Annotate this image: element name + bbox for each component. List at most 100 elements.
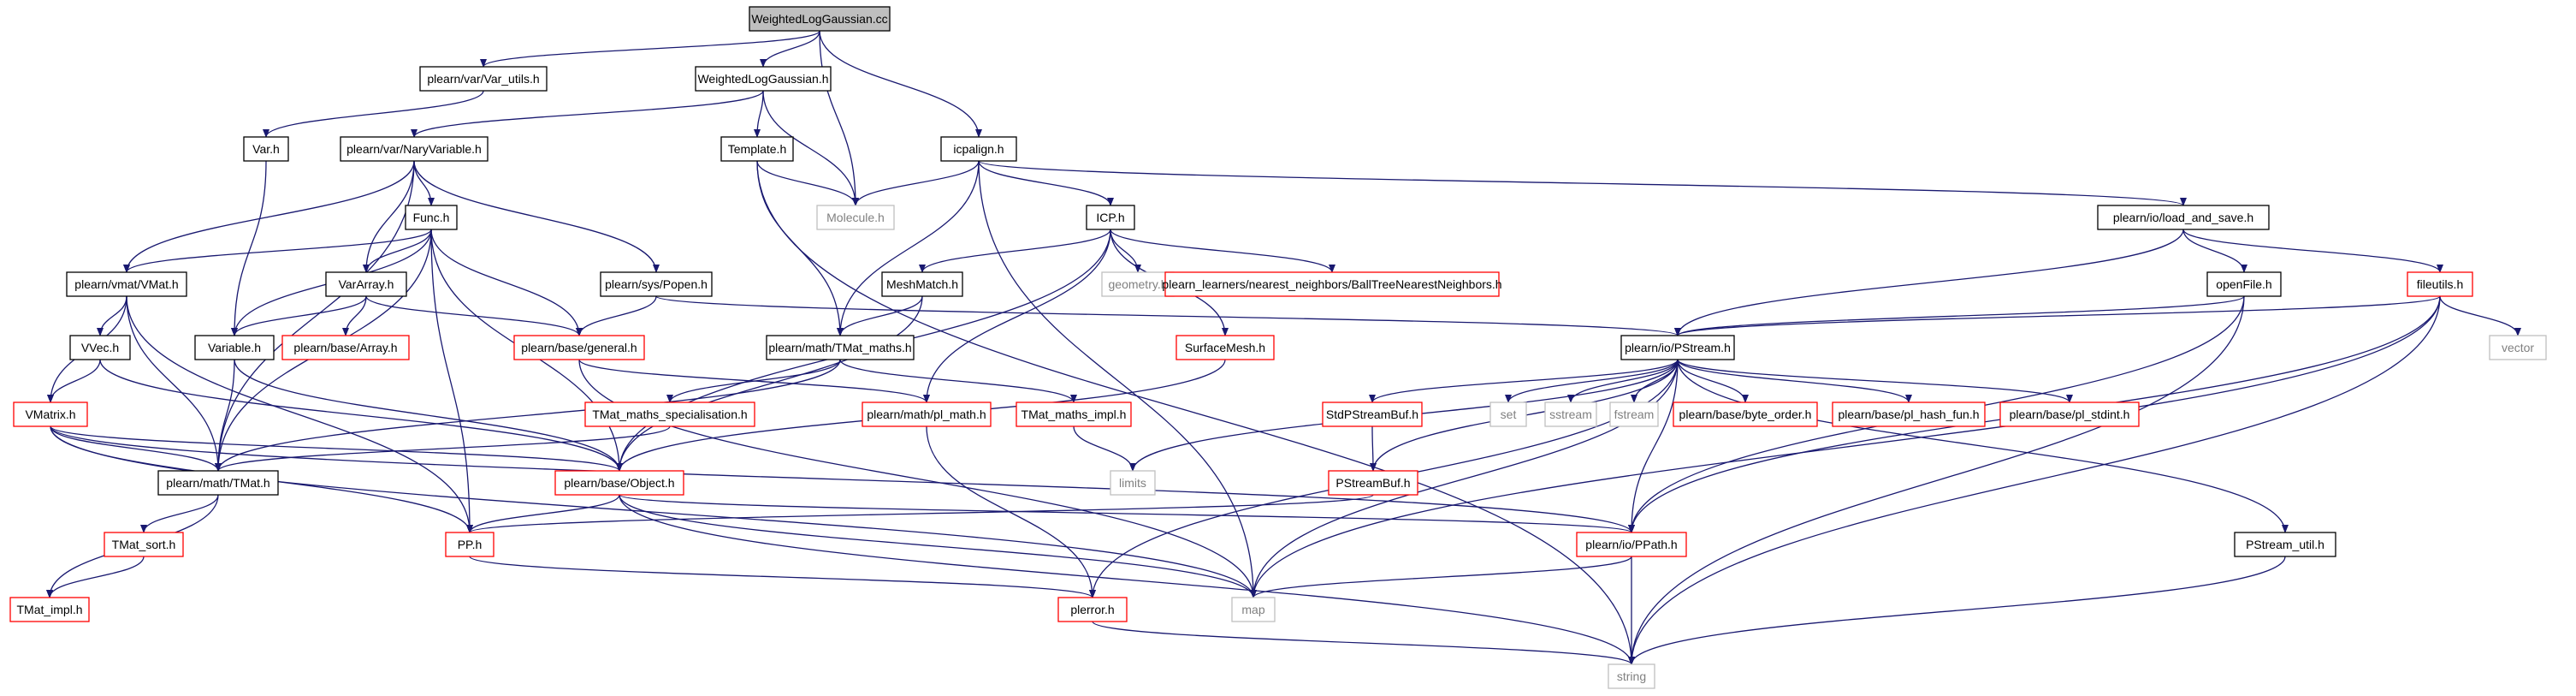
node-wlg_h[interactable]: WeightedLogGaussian.h	[695, 66, 832, 92]
node-box	[194, 335, 275, 360]
node-label: string	[1617, 669, 1646, 683]
node-tmatsort[interactable]: TMat_sort.h	[104, 532, 184, 557]
include-edge-pstream-to-byteorder	[1677, 359, 1749, 403]
node-vararray[interactable]: VarArray.h	[325, 271, 407, 297]
node-surfacemesh[interactable]: SurfaceMesh.h	[1175, 335, 1275, 360]
edge-path	[619, 494, 1257, 598]
node-icp[interactable]: ICP.h	[1086, 205, 1135, 230]
node-tmat[interactable]: plearn/math/TMat.h	[157, 470, 279, 496]
include-edge-template-to-string	[756, 160, 1635, 665]
include-edge-openfile-to-string	[1628, 295, 2245, 665]
node-label: plearn/base/general.h	[521, 341, 637, 354]
node-popen[interactable]: plearn/sys/Popen.h	[600, 271, 713, 297]
node-loadsave[interactable]: plearn/io/load_and_save.h	[2097, 205, 2270, 230]
edge-path	[1628, 556, 2286, 665]
node-tmatmaths[interactable]: plearn/math/TMat_maths.h	[766, 335, 915, 360]
edge-path	[576, 295, 657, 336]
edge-path	[2182, 229, 2247, 273]
node-pstream[interactable]: plearn/io/PStream.h	[1620, 335, 1735, 360]
edge-path	[126, 295, 473, 533]
edge-path	[99, 359, 623, 472]
node-root[interactable]: WeightedLogGaussian.cc	[749, 6, 891, 32]
edge-path	[923, 229, 1111, 403]
edge-path	[819, 30, 859, 206]
node-var_h[interactable]: Var.h	[243, 136, 289, 162]
node-tmatimpl[interactable]: TMat_impl.h	[9, 597, 90, 622]
include-edge-vararray-to-general	[365, 295, 583, 336]
node-vmatrix[interactable]: VMatrix.h	[13, 402, 88, 427]
node-general[interactable]: plearn/base/general.h	[513, 335, 645, 360]
node-box	[816, 205, 895, 230]
node-openfile[interactable]: openFile.h	[2206, 271, 2282, 297]
node-tmatspec[interactable]: TMat_maths_specialisation.h	[584, 402, 755, 427]
node-meshmatch[interactable]: MeshMatch.h	[881, 271, 963, 297]
node-func[interactable]: Func.h	[405, 205, 458, 230]
node-fileutils[interactable]: fileutils.h	[2407, 271, 2473, 297]
include-edge-tmat-to-tmatsort	[140, 494, 219, 533]
node-box	[405, 205, 458, 230]
edge-path	[215, 359, 235, 472]
include-edge-pstream-to-stdpstreambuf	[1369, 359, 1679, 403]
node-label: Var.h	[252, 142, 280, 156]
node-stdint[interactable]: plearn/base/pl_stdint.h	[1999, 402, 2140, 427]
edge-path	[50, 425, 1635, 533]
edge-path	[430, 229, 583, 336]
node-label: PP.h	[458, 538, 483, 551]
include-edge-root-to-var_utils	[480, 30, 820, 68]
node-box	[1489, 402, 1527, 427]
edge-path	[1250, 556, 1632, 598]
node-box	[340, 136, 489, 162]
include-edge-icp-to-plmath	[923, 229, 1111, 403]
include-edge-pstream-to-map	[1250, 359, 1679, 598]
node-box	[1016, 402, 1132, 427]
node-box	[325, 271, 407, 297]
dependency-edges	[46, 30, 2521, 665]
node-vmat[interactable]: plearn/vmat/VMat.h	[66, 271, 187, 297]
include-edge-meshmatch-to-object	[616, 295, 923, 472]
node-balltree[interactable]: plearn_learners/nearest_neighbors/BallTr…	[1162, 271, 1502, 297]
include-edge-fileutils-to-pstream	[1674, 295, 2441, 336]
node-vvec[interactable]: VVec.h	[69, 335, 131, 360]
node-tmatimpl_maths[interactable]: TMat_maths_impl.h	[1016, 402, 1132, 427]
node-label: TMat_maths_specialisation.h	[592, 407, 747, 421]
include-edge-tmatsort-to-tmatimpl	[46, 556, 145, 598]
node-label: plearn/io/load_and_save.h	[2113, 211, 2253, 224]
edge-path	[839, 359, 1077, 403]
node-plerror[interactable]: plerror.h	[1057, 597, 1128, 622]
include-edge-tmatmaths-to-tmat	[215, 359, 841, 472]
node-template[interactable]: Template.h	[720, 136, 794, 162]
node-variable[interactable]: Variable.h	[194, 335, 275, 360]
include-edge-vmatrix-to-tmat	[50, 425, 222, 472]
node-label: plearn/io/PStream.h	[1625, 341, 1731, 354]
edge-path	[50, 425, 1257, 598]
node-box	[554, 470, 684, 496]
edge-path	[2439, 295, 2521, 336]
node-hashfun[interactable]: plearn/base/pl_hash_fun.h	[1832, 402, 1986, 427]
edge-path	[365, 295, 583, 336]
include-edge-naryvar-to-vmat	[123, 160, 415, 273]
node-box	[69, 335, 131, 360]
node-stdpstreambuf[interactable]: StdPStreamBuf.h	[1322, 402, 1423, 427]
include-edge-naryvar-to-popen	[413, 160, 660, 273]
node-ppath[interactable]: plearn/io/PPath.h	[1576, 532, 1687, 557]
node-pp[interactable]: PP.h	[445, 532, 494, 557]
node-var_utils[interactable]: plearn/var/Var_utils.h	[419, 66, 548, 92]
node-pstreamutil[interactable]: PStream_util.h	[2234, 532, 2336, 557]
include-edge-tmatimpl_maths-to-limits	[1073, 425, 1136, 472]
edge-path	[655, 295, 1681, 336]
node-array[interactable]: plearn/base/Array.h	[281, 335, 410, 360]
edge-path	[430, 229, 473, 533]
node-box	[1999, 402, 2140, 427]
node-pstreambuf[interactable]: PStreamBuf.h	[1328, 470, 1418, 496]
node-byteorder[interactable]: plearn/base/byte_order.h	[1673, 402, 1818, 427]
node-box	[1101, 271, 1175, 297]
node-object[interactable]: plearn/base/Object.h	[554, 470, 684, 496]
node-plmath[interactable]: plearn/math/pl_math.h	[862, 402, 992, 427]
node-naryvar[interactable]: plearn/var/NaryVariable.h	[340, 136, 489, 162]
include-edge-pp-to-plerror	[469, 556, 1096, 598]
include-edge-var_utils-to-var_h	[263, 90, 484, 138]
edge-path	[754, 90, 764, 138]
node-label: vector	[2502, 341, 2534, 354]
node-icpalign[interactable]: icpalign.h	[940, 136, 1017, 162]
edge-path	[50, 425, 222, 472]
